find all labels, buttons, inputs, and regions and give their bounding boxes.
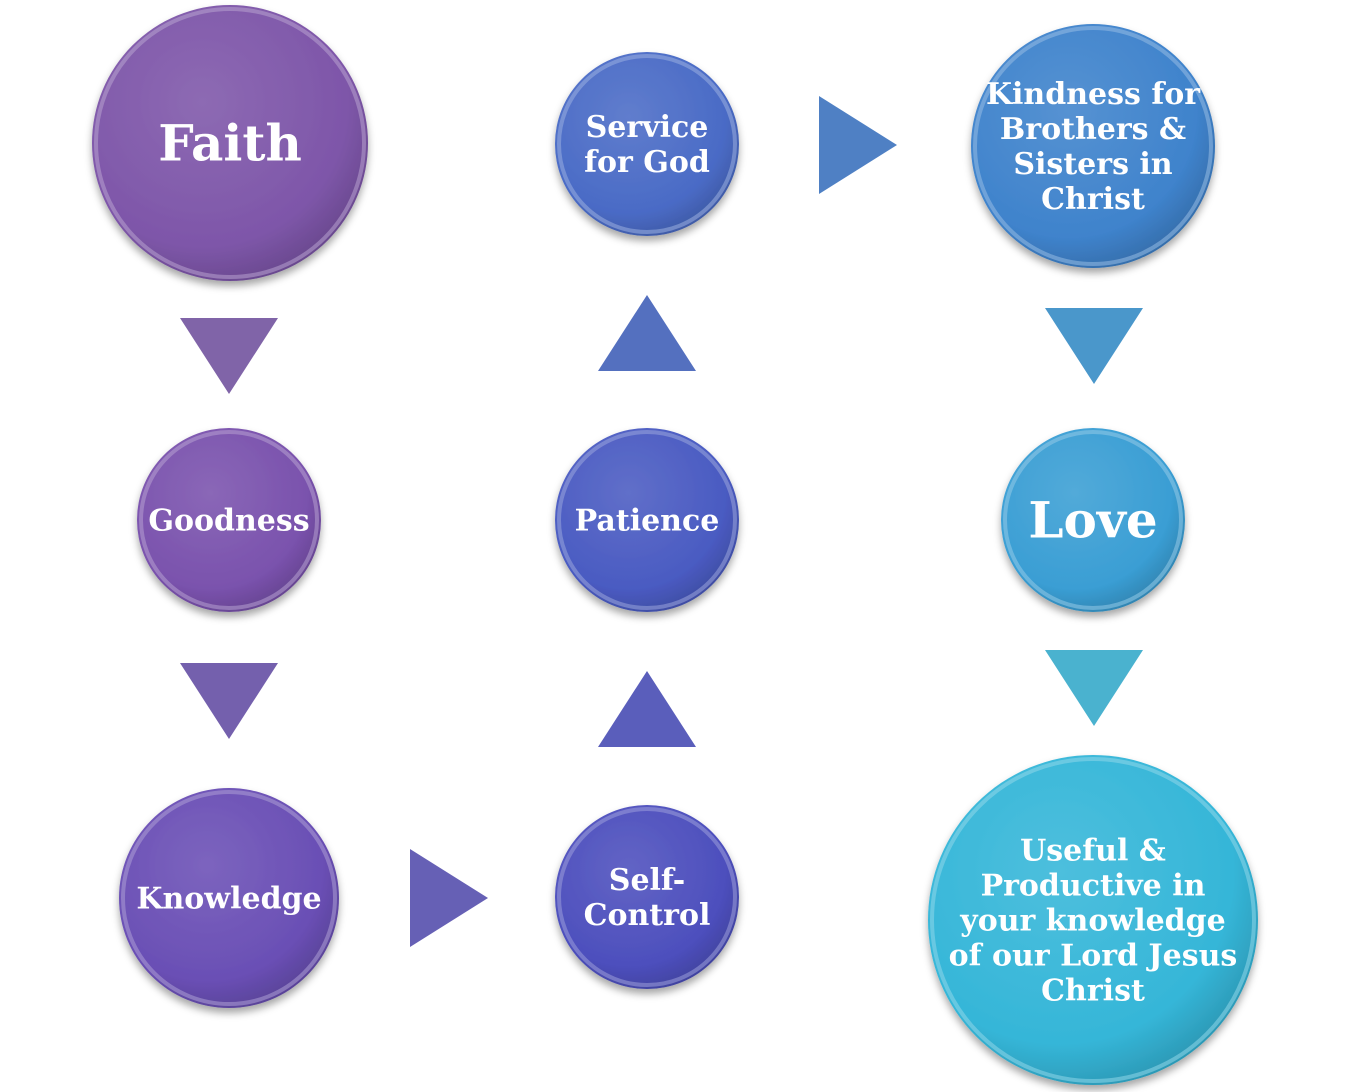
node-label-self-control: Control xyxy=(584,898,711,933)
node-label-kindness: Kindness for xyxy=(986,77,1201,112)
node-ring-kindness xyxy=(973,26,1213,266)
arrows-layer xyxy=(180,96,1143,947)
node-circle-useful xyxy=(928,755,1258,1085)
node-label-patience: Patience xyxy=(575,504,720,539)
arrow-patience-to-service xyxy=(598,295,696,371)
node-goodness: Goodness xyxy=(137,428,321,612)
node-label-useful: Productive in xyxy=(981,869,1206,904)
node-self-control: Self-Control xyxy=(555,805,739,989)
node-label-knowledge: Knowledge xyxy=(136,882,321,917)
node-ring-patience xyxy=(557,430,737,610)
node-ring-service xyxy=(557,54,737,234)
node-faith: Faith xyxy=(92,5,368,281)
node-knowledge: Knowledge xyxy=(119,788,339,1008)
node-label-service: for God xyxy=(584,145,710,180)
node-label-useful: of our Lord Jesus xyxy=(949,939,1238,974)
node-circle-love xyxy=(1001,428,1185,612)
node-label-self-control: Self- xyxy=(609,863,685,898)
node-label-kindness: Sisters in xyxy=(1013,147,1172,182)
node-label-useful: your knowledge xyxy=(959,904,1225,939)
node-ring-goodness xyxy=(139,430,319,610)
arrow-love-to-useful xyxy=(1045,650,1143,726)
node-label-goodness: Goodness xyxy=(148,504,309,539)
node-label-useful: Christ xyxy=(1041,974,1145,1009)
node-label-kindness: Christ xyxy=(1041,182,1145,217)
node-circle-kindness xyxy=(971,24,1215,268)
node-ring-knowledge xyxy=(121,790,337,1006)
node-circle-patience xyxy=(555,428,739,612)
arrow-faith-to-goodness xyxy=(180,318,278,394)
node-circle-goodness xyxy=(137,428,321,612)
node-love: Love xyxy=(1001,428,1185,612)
node-label-faith: Faith xyxy=(158,114,302,173)
node-ring-useful xyxy=(930,757,1256,1083)
node-label-love: Love xyxy=(1028,491,1157,550)
node-label-useful: Useful & xyxy=(1020,834,1166,869)
node-ring-self-control xyxy=(557,807,737,987)
node-circle-knowledge xyxy=(119,788,339,1008)
node-ring-love xyxy=(1003,430,1183,610)
arrow-knowledge-to-self-control xyxy=(410,849,488,947)
node-circle-faith xyxy=(92,5,368,281)
node-circle-service xyxy=(555,52,739,236)
arrow-self-control-to-patience xyxy=(598,671,696,747)
arrow-kindness-to-love xyxy=(1045,308,1143,384)
arrow-service-to-kindness xyxy=(819,96,897,194)
node-circle-self-control xyxy=(555,805,739,989)
node-ring-faith xyxy=(94,7,366,279)
arrow-goodness-to-knowledge xyxy=(180,663,278,739)
node-label-service: Service xyxy=(586,110,709,145)
node-patience: Patience xyxy=(555,428,739,612)
node-label-kindness: Brothers & xyxy=(1000,112,1186,147)
